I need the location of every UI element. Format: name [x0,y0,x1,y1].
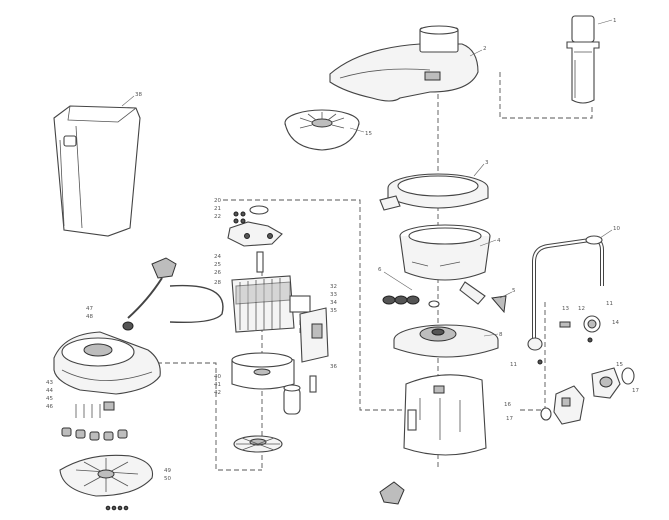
callout-numbers: 1 2 15 38 3 4 5 6 8 10 11 12 13 14 15 16… [46,18,639,482]
part-food-pusher [566,15,600,104]
callout-6: 6 [378,267,382,273]
part-drive-plate [393,324,499,358]
callout-44: 44 [46,388,53,394]
callout-28: 28 [214,280,221,286]
part-main-body [403,374,487,456]
part-gear-housing [540,367,635,425]
callout-24: 24 [214,254,221,260]
callout-22: 22 [214,214,221,220]
part-juice-bowl [399,224,491,305]
callout-49: 49 [164,468,171,474]
callout-20: 20 [214,198,221,204]
assembly-guide-lines [157,70,593,471]
callout-43: 43 [46,380,53,386]
part-bottom-cover [59,454,154,511]
callout-47: 47 [86,306,93,312]
part-switch-knob [379,481,405,505]
part-filter-basket [284,109,360,151]
callout-15b: 15 [616,362,623,368]
callout-8: 8 [499,332,503,338]
callout-38: 38 [135,92,142,98]
callout-3: 3 [485,160,489,166]
leader-lines [121,19,613,337]
callout-48: 48 [86,314,93,320]
part-seals [382,295,440,308]
callout-41: 41 [214,382,221,388]
callout-21: 21 [214,206,221,212]
callout-42: 42 [214,390,221,396]
callout-33: 33 [330,292,337,298]
callout-40: 40 [214,374,221,380]
callout-25: 25 [214,262,221,268]
part-power-cord [122,257,224,331]
part-feet [61,404,128,441]
part-lid [329,25,479,102]
callout-32: 32 [330,284,337,290]
callout-4: 4 [497,238,501,244]
part-spout-seal [491,295,507,314]
callout-50: 50 [164,476,171,482]
callout-15: 15 [365,131,372,137]
callout-16: 16 [504,402,511,408]
callout-13: 13 [562,306,569,312]
callout-17: 17 [632,388,639,394]
callout-12: 12 [578,306,585,312]
callout-35: 35 [330,308,337,314]
callout-26: 26 [214,270,221,276]
callout-36: 36 [330,364,337,370]
callout-46: 46 [46,404,53,410]
part-base-housing [53,331,161,411]
callout-5: 5 [512,288,516,294]
part-pulp-container [53,105,141,237]
callout-11b: 11 [510,362,517,368]
callout-1: 1 [613,18,617,24]
callout-2: 2 [483,46,487,52]
callout-17b: 17 [506,416,513,422]
part-motor [227,205,329,453]
part-top-cover [379,173,489,211]
callout-10: 10 [613,226,620,232]
callout-34: 34 [330,300,337,306]
callout-11: 11 [606,301,613,307]
callout-45: 45 [46,396,53,402]
callout-14: 14 [612,320,619,326]
part-water-pipe [527,235,604,365]
